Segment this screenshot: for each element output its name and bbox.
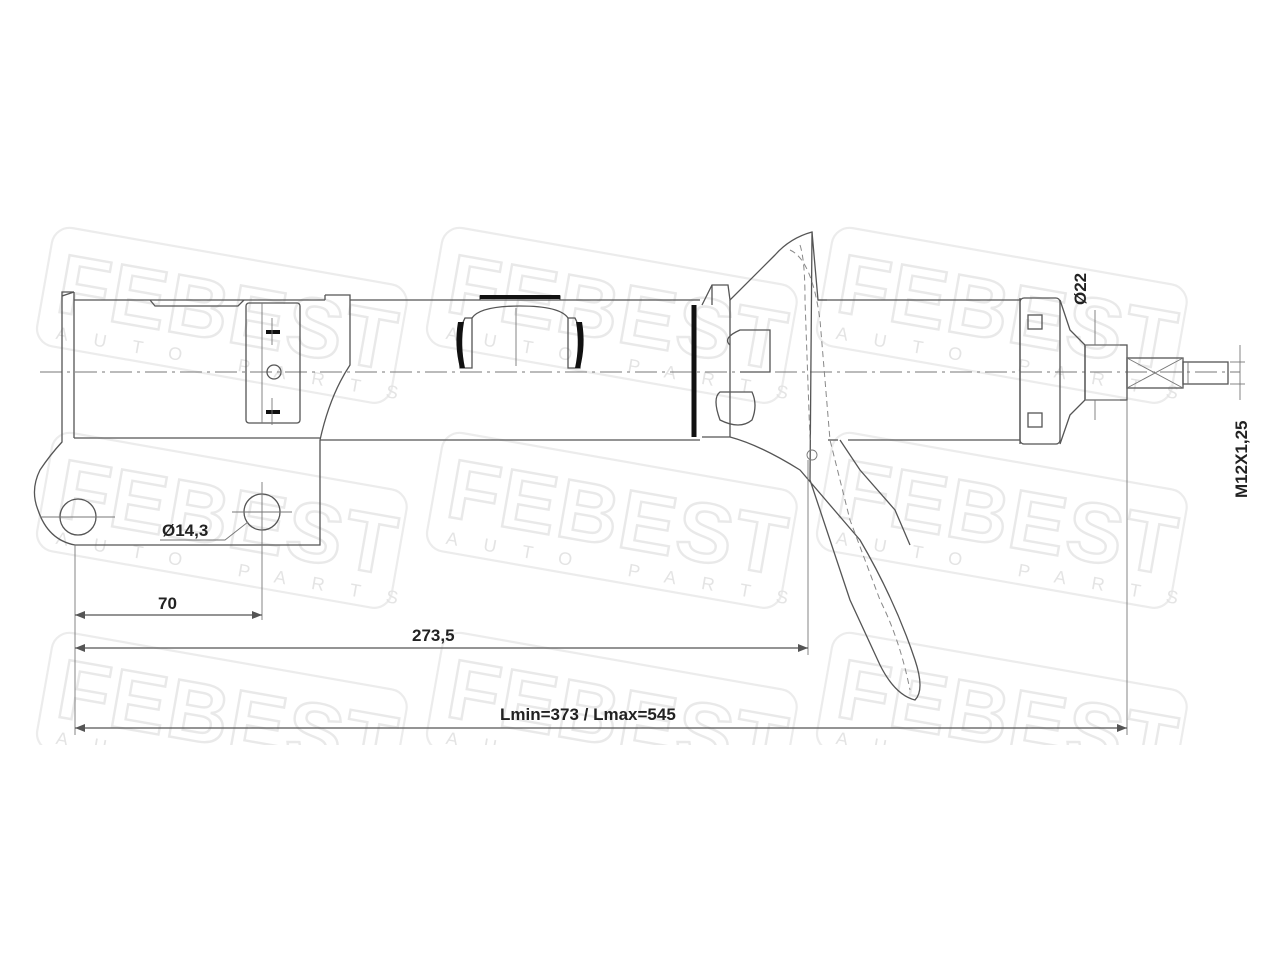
watermark-tile: FEBEST AUTO PARTS [425,431,815,612]
bolt-hole-diameter-label: Ø14,3 [162,521,208,540]
thread-label: M12X1,25 [1232,421,1251,499]
watermark-layer: FEBEST AUTO PARTS FEBEST AUTO PARTS FEBE… [0,226,1280,960]
watermark-tile: FEBEST AUTO PARTS [815,226,1205,407]
length-label: Lmin=373 / Lmax=545 [500,705,676,724]
clamp-bolt-icon [266,364,282,380]
spring-seat [701,231,1020,701]
top-mount [1019,297,1229,445]
watermark-tile: FEBEST AUTO PARTS [425,226,815,407]
watermark-tile: FEBEST AUTO PARTS [35,226,425,407]
hole-offset-label: 70 [158,594,177,613]
damper-tube [320,295,700,441]
bracket-position-label: 273,5 [412,626,455,645]
rod-diameter-label: Ø22 [1071,273,1090,305]
lower-mount-bracket [33,291,351,546]
dimension-lines [74,310,1245,735]
